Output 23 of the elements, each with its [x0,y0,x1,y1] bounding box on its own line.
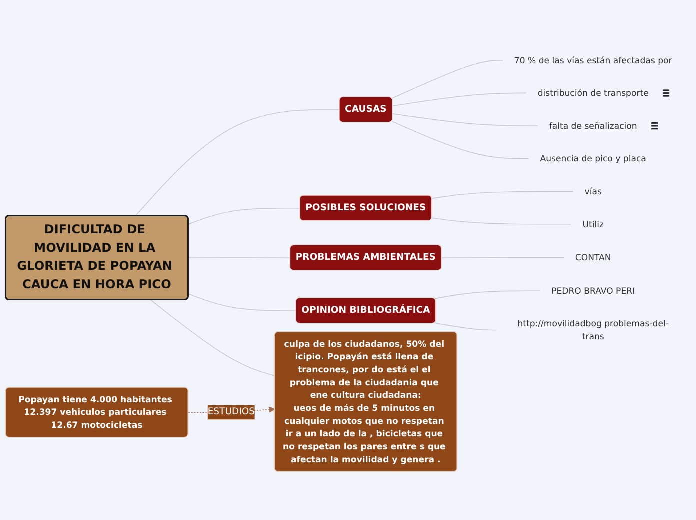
connector [392,121,530,160]
connector [135,110,340,216]
connector [434,322,497,331]
node-text: falta de señalizacion [549,121,638,132]
connector [392,114,538,126]
node-text: 70 % de las vías están afectadas por [514,55,672,66]
connector [392,92,527,106]
node-text: Ausencia de pico y placa [540,154,646,164]
edge-label: ESTUDIOS [208,406,256,418]
node-text: distribución de transporte [538,88,649,98]
connector [442,257,564,258]
node-text: Utiliz [582,219,604,230]
connector [434,290,541,300]
connector [150,300,276,376]
connector [188,208,301,225]
node-text: PEDRO BRAVO PERI [552,286,636,296]
connector [432,191,574,200]
connector [432,218,572,225]
connector [392,60,504,99]
node-text: CONTAN [575,252,612,263]
node-text: http://movilidadbog problemas-del-trans [518,318,669,342]
connector [188,294,297,312]
node-text: vías [584,186,602,197]
